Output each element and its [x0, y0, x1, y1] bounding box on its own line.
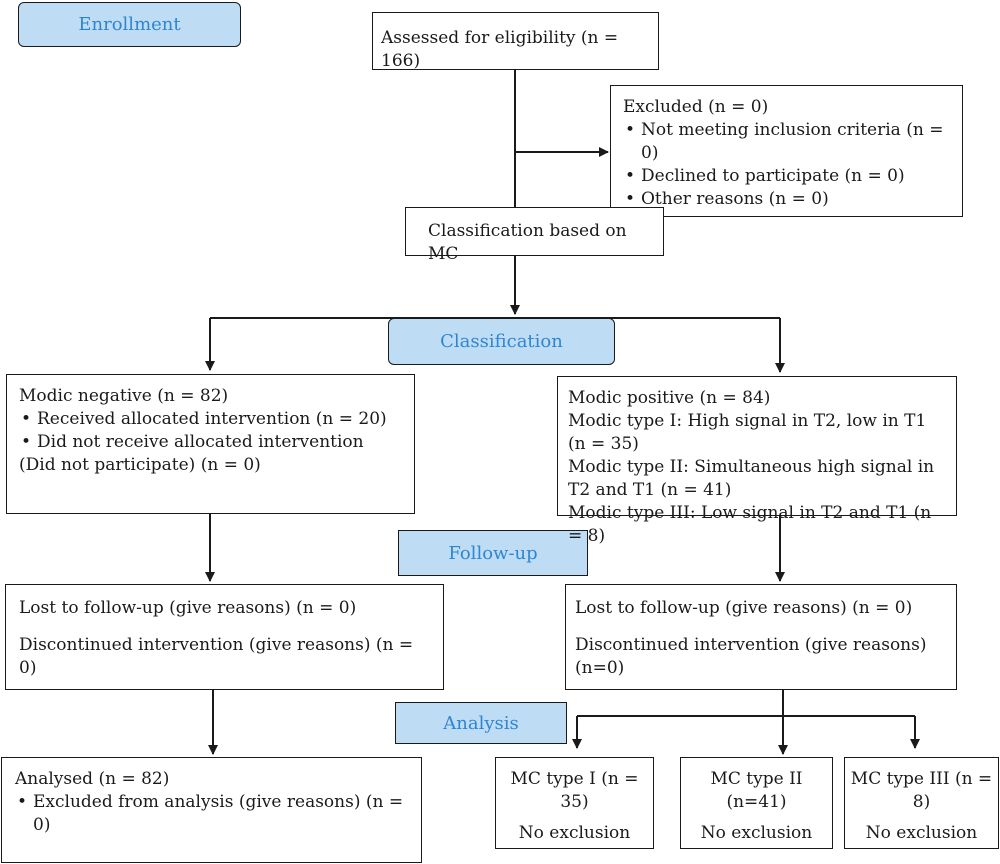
followup-left-discontinued: Discontinued intervention (give reasons)…	[19, 635, 414, 678]
analysed-title: Analysed (n = 82)	[15, 769, 170, 789]
modic-negative-item-line: (Did not participate) (n = 0)	[19, 455, 261, 475]
modic-positive-title: Modic positive (n = 84)	[568, 388, 771, 408]
assessed-box: Assessed for eligibility (n = 166)	[372, 12, 659, 71]
classification-box: Classification based on MC	[405, 207, 664, 264]
followup-left-lost: Lost to follow-up (give reasons) (n = 0)	[19, 598, 357, 618]
modic-negative-list: Received allocated intervention (n = 20)…	[19, 408, 402, 477]
followup-right-lost: Lost to follow-up (give reasons) (n = 0)	[575, 598, 913, 618]
mc-type-title: MC type II (n=41)	[710, 769, 803, 812]
modic-positive-line: Modic type II: Simultaneous high signal …	[568, 457, 935, 477]
excluded-item: Other reasons (n = 0)	[623, 188, 950, 211]
excluded-box: Excluded (n = 0) Not meeting inclusion c…	[610, 85, 963, 217]
mc-type-title: MC type I (n = 35)	[510, 769, 639, 812]
modic-positive-line: Modic type III: Low signal in T2 and T1 …	[568, 503, 932, 546]
excluded-item: Declined to participate (n = 0)	[623, 165, 950, 188]
excluded-item: Not meeting inclusion criteria (n = 0)	[623, 119, 950, 165]
analysed-list: Excluded from analysis (give reasons) (n…	[15, 791, 408, 837]
modic-negative-item: Did not receive allocated intervention (…	[19, 431, 402, 477]
modic-positive-line: T2 and T1 (n = 41)	[568, 480, 732, 500]
stage-label-analysis: Analysis	[395, 702, 567, 744]
mc-type-3-box: MC type III (n = 8) No exclusion	[844, 757, 999, 849]
mc-type-note: No exclusion	[700, 823, 813, 843]
stage-label-enrollment: Enrollment	[18, 2, 241, 47]
modic-negative-item-line: Did not receive allocated intervention	[37, 432, 364, 452]
mc-type-note: No exclusion	[865, 823, 978, 843]
excluded-title: Excluded (n = 0)	[623, 97, 769, 117]
assessed-text: Assessed for eligibility (n = 166)	[381, 28, 619, 71]
mc-type-1-box: MC type I (n = 35) No exclusion	[495, 757, 654, 849]
analysed-item: Excluded from analysis (give reasons) (n…	[15, 791, 408, 837]
followup-right-discontinued: Discontinued intervention (give reasons)…	[575, 635, 927, 678]
excluded-list: Not meeting inclusion criteria (n = 0) D…	[623, 119, 950, 211]
analysed-box: Analysed (n = 82) Excluded from analysis…	[1, 757, 422, 863]
mc-type-note: No exclusion	[518, 823, 631, 843]
stage-label-classification: Classification	[388, 318, 615, 365]
mc-type-2-box: MC type II (n=41) No exclusion	[680, 757, 833, 849]
modic-positive-line: Modic type I: High signal in T2, low in …	[568, 411, 927, 454]
followup-right-box: Lost to follow-up (give reasons) (n = 0)…	[565, 584, 957, 690]
followup-left-box: Lost to follow-up (give reasons) (n = 0)…	[5, 584, 444, 690]
mc-type-title: MC type III (n = 8)	[850, 769, 993, 812]
stage-label-followup: Follow-up	[398, 530, 588, 576]
modic-negative-title: Modic negative (n = 82)	[19, 386, 229, 406]
modic-negative-box: Modic negative (n = 82) Received allocat…	[6, 374, 415, 514]
modic-positive-box: Modic positive (n = 84) Modic type I: Hi…	[557, 376, 957, 546]
modic-negative-item: Received allocated intervention (n = 20)	[19, 408, 402, 431]
classification-text: Classification based on MC	[428, 221, 627, 264]
